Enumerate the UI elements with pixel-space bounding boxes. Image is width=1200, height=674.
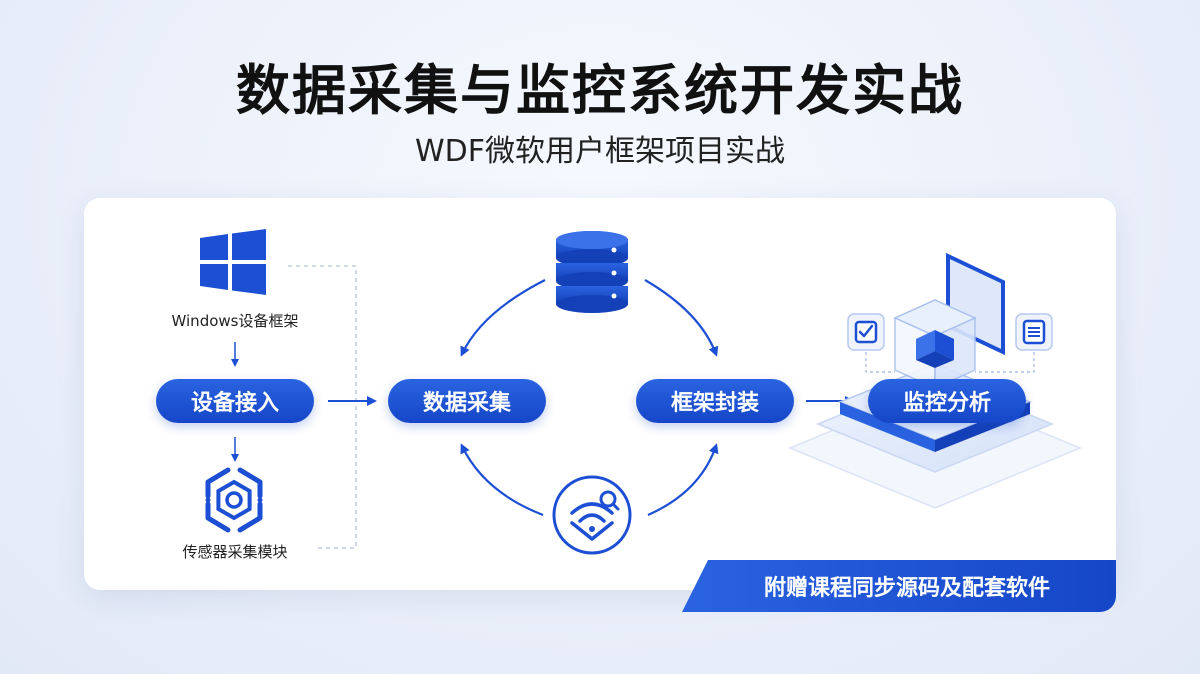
step-monitoring-analysis: 监控分析 — [868, 379, 1026, 423]
sensor-chip-icon — [205, 467, 263, 533]
dashed-bracket — [288, 265, 357, 549]
cycle-arc-bottom-left — [460, 443, 544, 517]
cycle-arc-bottom-right — [647, 443, 719, 517]
windows-logo-icon — [200, 229, 266, 295]
step-device-access: 设备接入 — [156, 379, 314, 423]
wireless-signal-icon — [552, 475, 632, 555]
cycle-arc-top-right — [644, 279, 719, 357]
database-icon — [556, 231, 628, 313]
checklist-icon — [847, 313, 885, 351]
page-title: 数据采集与监控系统开发实战 — [236, 59, 964, 122]
windows-framework-label: Windows设备框架 — [171, 312, 299, 330]
page-subtitle: WDF微软用户框架项目实战 — [414, 134, 786, 169]
sensor-module-label: 传感器采集模块 — [182, 543, 288, 561]
document-list-icon — [1015, 313, 1053, 351]
bonus-banner: 附赠课程同步源码及配套软件 — [682, 560, 1116, 612]
cycle-arc-top-left — [460, 279, 546, 357]
step-data-collection: 数据采集 — [388, 379, 546, 423]
step-framework-packaging: 框架封装 — [636, 379, 794, 423]
